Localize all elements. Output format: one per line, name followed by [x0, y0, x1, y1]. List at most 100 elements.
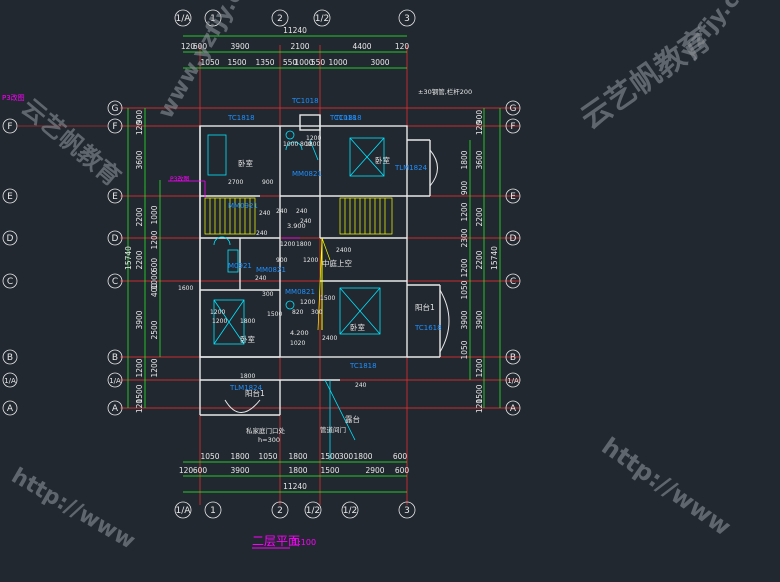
- inner-dimension: 800: [300, 141, 312, 148]
- dimension-text: 1000: [328, 58, 347, 67]
- dimension-text: 120: [135, 399, 144, 414]
- inner-dimension: 1500: [267, 311, 282, 318]
- inner-dimension: 240: [355, 382, 367, 389]
- door-label: MM0921: [228, 202, 258, 210]
- room-label: 露台: [345, 414, 360, 424]
- inner-dimension: 1200: [300, 299, 315, 306]
- axis-label: C: [7, 277, 13, 287]
- inner-dimension: 1800: [240, 318, 255, 325]
- dimension-text: 2100: [290, 42, 309, 51]
- magenta-markers: [168, 180, 300, 239]
- axis-label: 1/A: [4, 377, 16, 385]
- axis-bubbles-top: [174, 9, 416, 519]
- plan-texts: 卧室卧室卧室卧室中庭上空阳台1阳台1露台TC1018TC1018TC1818TC…: [170, 87, 472, 444]
- axis-label: 1: [210, 14, 216, 24]
- stair-marker: P3改图: [170, 175, 189, 183]
- dimension-text: 120: [395, 42, 410, 51]
- dimension-text: 2200: [135, 207, 144, 226]
- room-label: 阳台1: [415, 302, 435, 312]
- dimension-text: 550: [283, 58, 298, 67]
- dimension-text: 1050: [460, 340, 469, 359]
- dimension-text: 1000: [150, 270, 159, 289]
- dimension-text: 2200: [475, 250, 484, 269]
- stairs: [204, 197, 393, 331]
- axis-labels-side: G F E D C B 1/A A G F E D C B 1/A A F E …: [4, 104, 519, 414]
- dimension-text: 3600: [475, 150, 484, 169]
- axis-label: 1/2: [315, 14, 329, 24]
- inner-dimension: 240: [300, 218, 312, 225]
- window-label: TC1818: [334, 114, 362, 122]
- dimension-lines: [127, 35, 501, 493]
- dimension-text: 2200: [135, 250, 144, 269]
- dimension-text: 3600: [135, 150, 144, 169]
- drawing-scale: 1:100: [293, 538, 316, 547]
- dimension-text: 900: [460, 181, 469, 196]
- watermark: 云艺帆教育: [16, 93, 126, 192]
- inner-dimension: 1020: [290, 340, 305, 347]
- axis-label: F: [112, 122, 117, 132]
- window-label: TC1818: [349, 362, 377, 370]
- inner-dimension: 240: [276, 208, 288, 215]
- room-label: 卧室: [240, 334, 255, 344]
- fixtures: [207, 130, 385, 460]
- dimension-text: 900: [475, 110, 484, 125]
- axis-label: E: [510, 192, 516, 202]
- dimension-text: 1800: [460, 150, 469, 169]
- inner-dimension: 2700: [228, 179, 243, 186]
- dimension-text: 600: [193, 466, 208, 475]
- dimension-text: 15740: [490, 246, 499, 270]
- dimension-text: 600: [150, 258, 159, 273]
- inner-dimension: 1500: [320, 295, 335, 302]
- door-label: MM0821: [256, 266, 286, 274]
- dimension-text: 120: [179, 466, 194, 475]
- window-label: TC1818: [227, 114, 255, 122]
- dimension-text: 1800: [288, 452, 307, 461]
- dimension-text: 1500: [227, 58, 246, 67]
- dimension-text: 2500: [150, 320, 159, 339]
- note-label: 管道间门: [320, 425, 346, 434]
- watermark: http://www: [597, 432, 737, 541]
- axis-label: C: [510, 277, 516, 287]
- dimension-text: 1050: [258, 452, 277, 461]
- axis-label: C: [112, 277, 118, 287]
- axis-label: F: [510, 122, 515, 132]
- dimension-text: 1500: [135, 384, 144, 403]
- dimension-text: 1200: [150, 358, 159, 377]
- dimension-text: 3900: [460, 310, 469, 329]
- room-label: 中庭上空: [322, 258, 352, 268]
- dimension-text: 120: [181, 42, 196, 51]
- dimension-text: 3900: [475, 310, 484, 329]
- axis-label: 1/A: [176, 506, 192, 516]
- axis-label: B: [510, 353, 516, 363]
- dimension-text: 1200: [150, 230, 159, 249]
- axis-label: 2: [277, 506, 283, 516]
- axis-label: 1/2: [343, 506, 357, 516]
- inner-dimension: 2400: [322, 335, 337, 342]
- dimension-text: 1000: [294, 58, 313, 67]
- inner-dimension: 900: [276, 257, 288, 264]
- inner-dimension: 240: [255, 275, 267, 282]
- inner-dimension: 1200: [306, 135, 321, 142]
- axis-label: 1/A: [507, 377, 519, 385]
- dimension-text: 300: [339, 452, 354, 461]
- inner-dimension: 1800: [240, 373, 255, 380]
- dimension-text: 1050: [200, 452, 219, 461]
- dimension-text: 1800: [230, 452, 249, 461]
- dimension-text: 15740: [124, 246, 133, 270]
- dimension-text: 600: [395, 466, 410, 475]
- dimension-text: 11240: [283, 26, 307, 35]
- dimension-text: 120: [135, 121, 144, 136]
- dimension-text: 1000: [150, 205, 159, 224]
- window-label: TLM1824: [229, 384, 263, 392]
- axis-label: A: [112, 404, 119, 414]
- axis-label: 1/A: [109, 377, 121, 385]
- inner-dimension: 300: [311, 309, 323, 316]
- inner-dimension: 900: [262, 179, 274, 186]
- dimension-text: 1050: [460, 280, 469, 299]
- inner-dimension: 2400: [336, 247, 351, 254]
- window-label: TC1618: [414, 324, 442, 332]
- dimension-text: 1200: [460, 258, 469, 277]
- axis-bubbles-side: [2, 100, 521, 416]
- axis-label: 3: [404, 506, 410, 516]
- inner-dimension: 820: [292, 309, 304, 316]
